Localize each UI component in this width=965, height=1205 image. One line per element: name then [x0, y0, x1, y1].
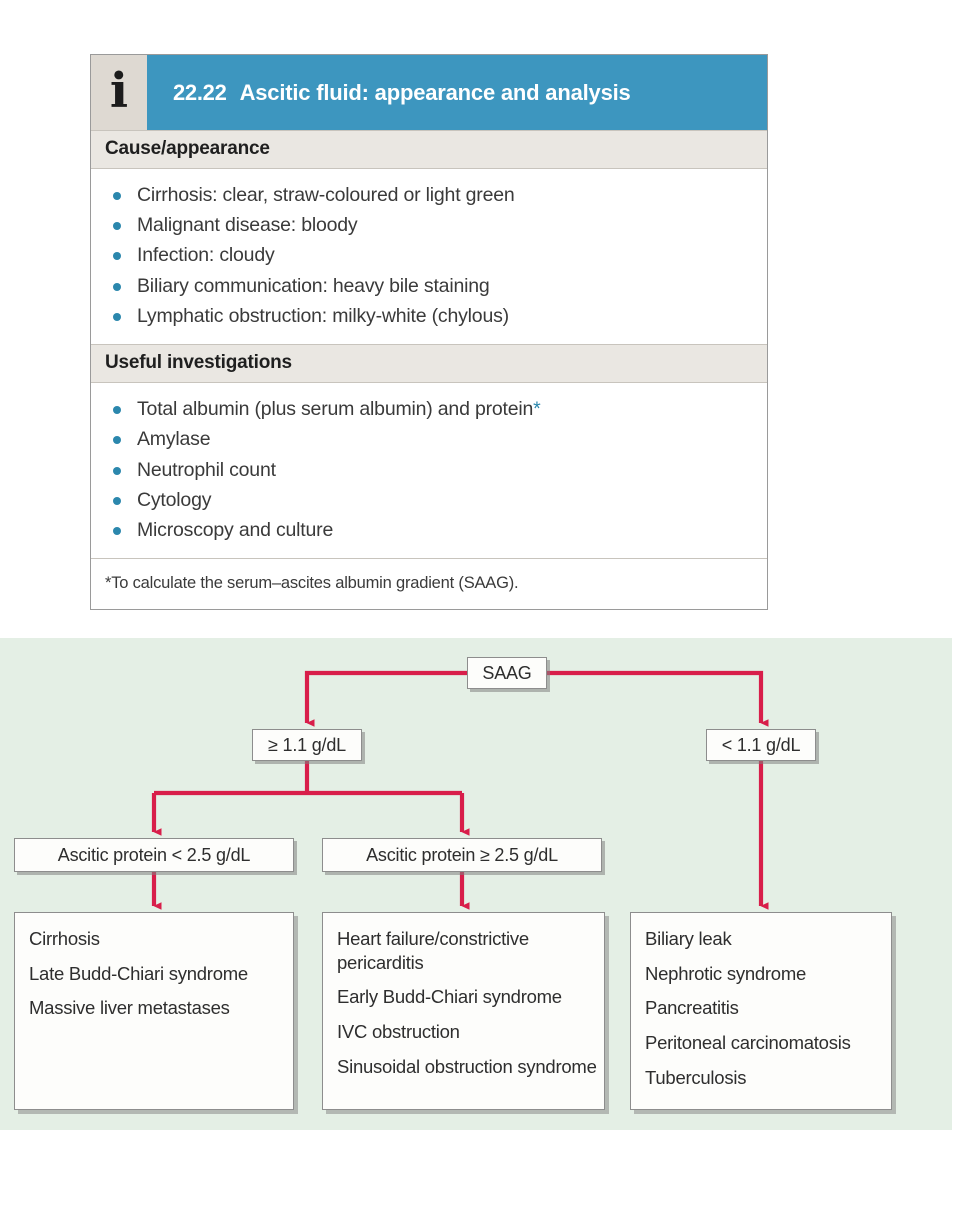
- node-saag-low[interactable]: < 1.1 g/dL: [706, 729, 816, 761]
- list-item: Neutrophil count: [91, 455, 767, 485]
- outcome-list: Biliary leak Nephrotic syndrome Pancreat…: [645, 927, 891, 1089]
- node-saag-label: SAAG: [482, 662, 532, 683]
- list-item: Lymphatic obstruction: milky-white (chyl…: [91, 301, 767, 331]
- outcome-item: Nephrotic syndrome: [645, 962, 807, 984]
- list-item-label: Amylase: [137, 428, 211, 451]
- outcome-list: Cirrhosis Late Budd-Chiari syndrome Mass…: [29, 927, 293, 1020]
- node-ascitic-protein-high[interactable]: Ascitic protein ≥ 2.5 g/dL: [322, 838, 602, 872]
- info-box-title-bar: 22.22 Ascitic fluid: appearance and anal…: [147, 55, 767, 130]
- outcome-list: Heart failure/constrictive pericarditis …: [337, 927, 604, 1078]
- cause-appearance-list: Cirrhosis: clear, straw-coloured or ligh…: [91, 169, 767, 344]
- arrow-saag-to-high: [304, 670, 467, 727]
- outcome-item: Heart failure/constrictive pericarditis: [337, 928, 529, 973]
- information-i-glyph: i: [109, 62, 129, 119]
- outcome-box-saag-low: Biliary leak Nephrotic syndrome Pancreat…: [630, 912, 892, 1110]
- list-item: Infection: cloudy: [91, 240, 767, 270]
- info-box-header: i 22.22 Ascitic fluid: appearance and an…: [91, 55, 767, 130]
- node-ascitic-protein-low-label: Ascitic protein < 2.5 g/dL: [57, 844, 251, 865]
- node-saag-high[interactable]: ≥ 1.1 g/dL: [252, 729, 362, 761]
- list-item-label: Microscopy and culture: [137, 518, 334, 541]
- list-item: Malignant disease: bloody: [91, 210, 767, 240]
- list-item-label: Cytology: [137, 488, 212, 511]
- outcome-item: Tuberculosis: [645, 1066, 747, 1088]
- outcome-item: Massive liver metastases: [29, 997, 230, 1019]
- list-item: Amylase: [91, 424, 767, 454]
- node-ascitic-protein-high-label: Ascitic protein ≥ 2.5 g/dL: [366, 844, 558, 865]
- list-item-label: Infection: cloudy: [137, 244, 275, 267]
- list-item-label: Total albumin (plus serum albumin) and p…: [137, 398, 534, 421]
- list-item: Microscopy and culture: [91, 515, 767, 545]
- list-item: Cirrhosis: clear, straw-coloured or ligh…: [91, 180, 767, 210]
- information-i-icon: i: [91, 55, 147, 130]
- node-saag-high-label: ≥ 1.1 g/dL: [268, 734, 346, 755]
- list-item: Cytology: [91, 485, 767, 515]
- node-saag[interactable]: SAAG: [467, 657, 547, 689]
- list-item-label: Lymphatic obstruction: milky-white (chyl…: [137, 304, 509, 327]
- ascitic-fluid-info-box: i 22.22 Ascitic fluid: appearance and an…: [90, 54, 768, 611]
- arrow-saag-to-low: [547, 670, 769, 727]
- list-item-label: Cirrhosis: clear, straw-coloured or ligh…: [137, 184, 515, 206]
- outcome-item: Early Budd-Chiari syndrome: [337, 986, 562, 1008]
- outcome-box-protein-low: Cirrhosis Late Budd-Chiari syndrome Mass…: [14, 912, 294, 1110]
- footnote-marker: *: [533, 398, 541, 421]
- useful-investigations-list: Total albumin (plus serum albumin) and p…: [91, 383, 767, 558]
- outcome-item: Sinusoidal obstruction syndrome: [337, 1055, 597, 1077]
- box-number: 22.22: [173, 79, 227, 105]
- outcome-box-protein-high: Heart failure/constrictive pericarditis …: [322, 912, 605, 1110]
- list-item: Biliary communication: heavy bile staini…: [91, 271, 767, 301]
- outcome-item: Peritoneal carcinomatosis: [645, 1032, 851, 1054]
- outcome-item: IVC obstruction: [337, 1021, 460, 1043]
- list-item: Total albumin (plus serum albumin) and p…: [91, 394, 767, 424]
- section-heading-useful-investigations: Useful investigations: [91, 344, 767, 384]
- outcome-item: Late Budd-Chiari syndrome: [29, 962, 248, 984]
- node-ascitic-protein-low[interactable]: Ascitic protein < 2.5 g/dL: [14, 838, 294, 872]
- outcome-item: Cirrhosis: [29, 928, 100, 949]
- box-title: Ascitic fluid: appearance and analysis: [239, 79, 631, 105]
- outcome-item: Biliary leak: [645, 928, 732, 949]
- list-item-label: Neutrophil count: [137, 458, 276, 481]
- outcome-item: Pancreatitis: [645, 997, 739, 1019]
- section-heading-cause-appearance: Cause/appearance: [91, 130, 767, 169]
- footnote: *To calculate the serum–ascites albumin …: [91, 558, 767, 609]
- list-item-label: Biliary communication: heavy bile staini…: [137, 274, 490, 297]
- node-saag-low-label: < 1.1 g/dL: [721, 734, 801, 755]
- list-item-label: Malignant disease: bloody: [137, 214, 358, 237]
